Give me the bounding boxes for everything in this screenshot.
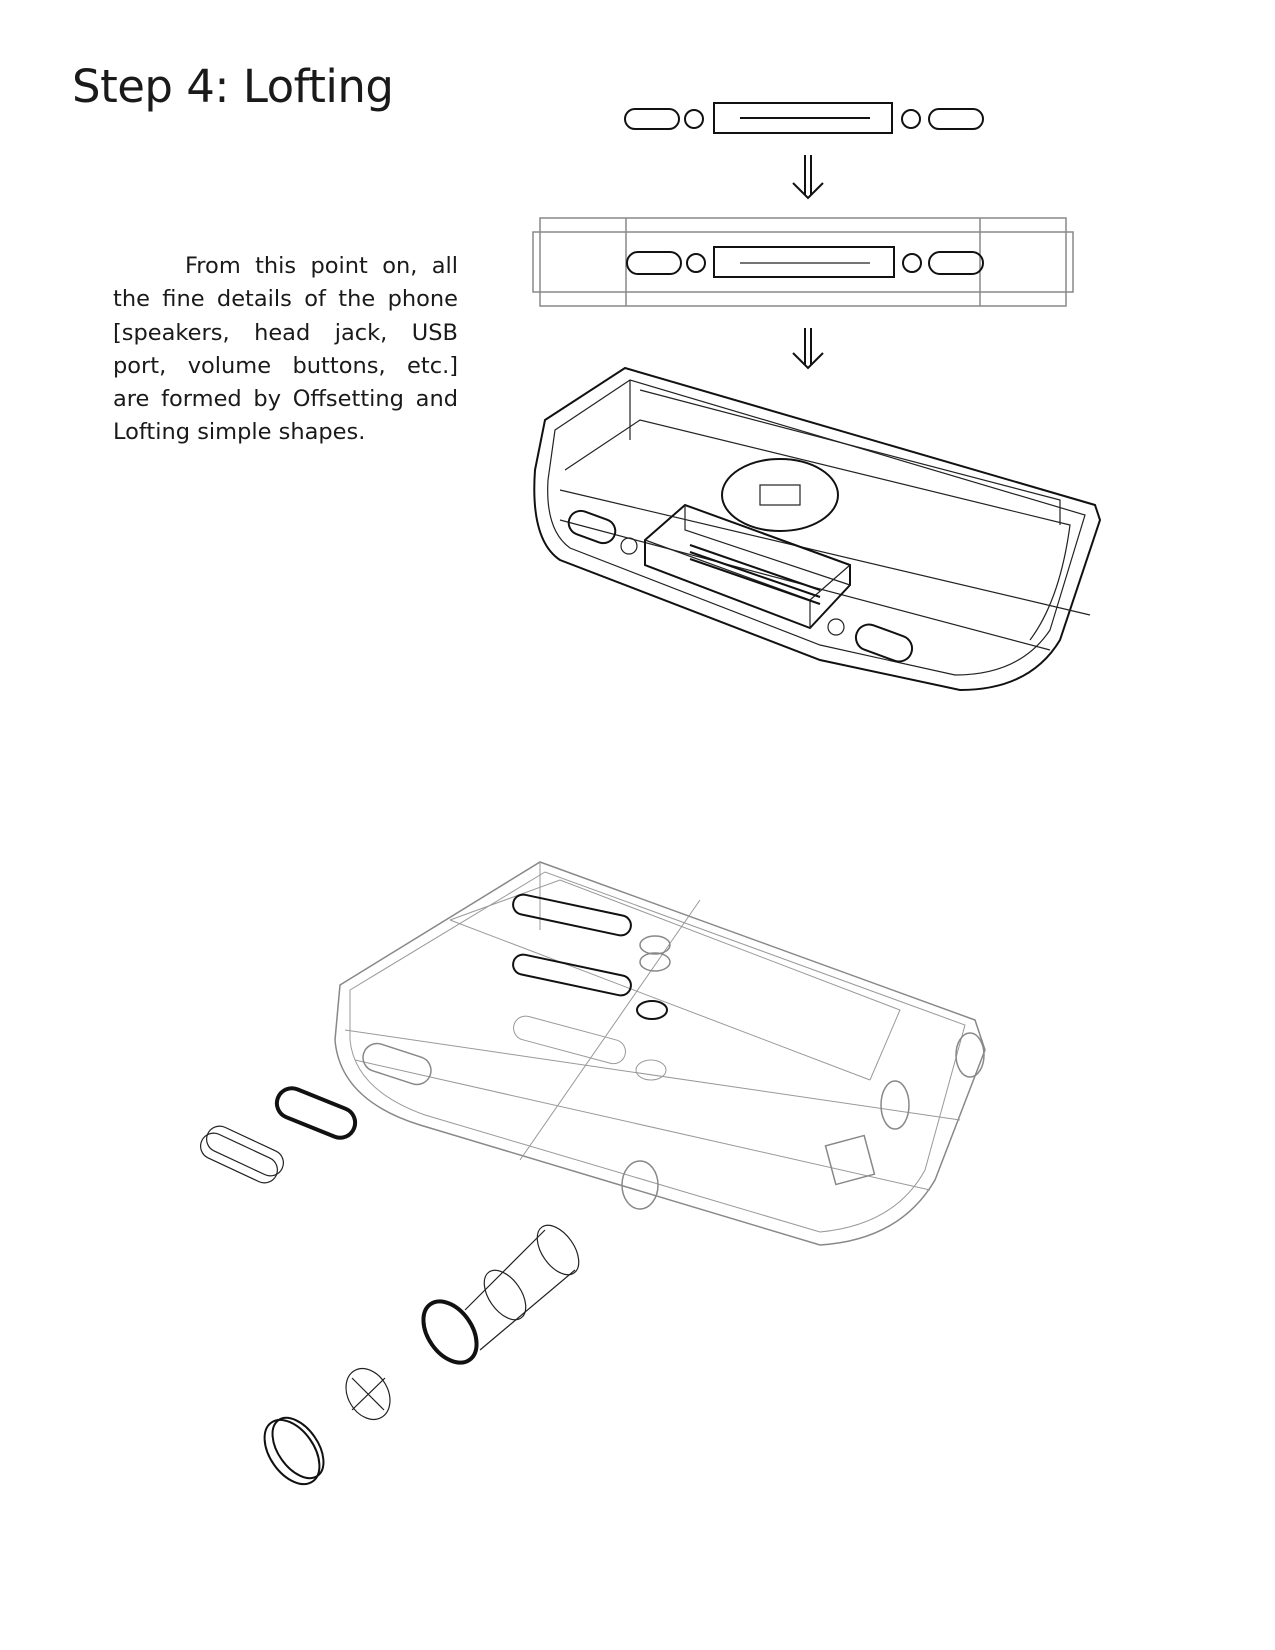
extruded-profile (532, 217, 1074, 307)
mic-disc-part (345, 1367, 391, 1421)
button-part (200, 1125, 284, 1184)
lofted-phone-body (533, 366, 1102, 692)
down-arrow-icon (792, 155, 824, 200)
phone-body-wireframe (334, 861, 986, 1246)
page-title: Step 4: Lofting (72, 60, 394, 113)
down-arrow-icon (792, 328, 824, 370)
profile-shapes (624, 102, 984, 134)
ring-part (263, 1416, 325, 1486)
headphone-jack-part (421, 1224, 580, 1365)
body-paragraph: From this point on, all the fine details… (113, 253, 458, 446)
speaker-grille-part (274, 1086, 358, 1140)
